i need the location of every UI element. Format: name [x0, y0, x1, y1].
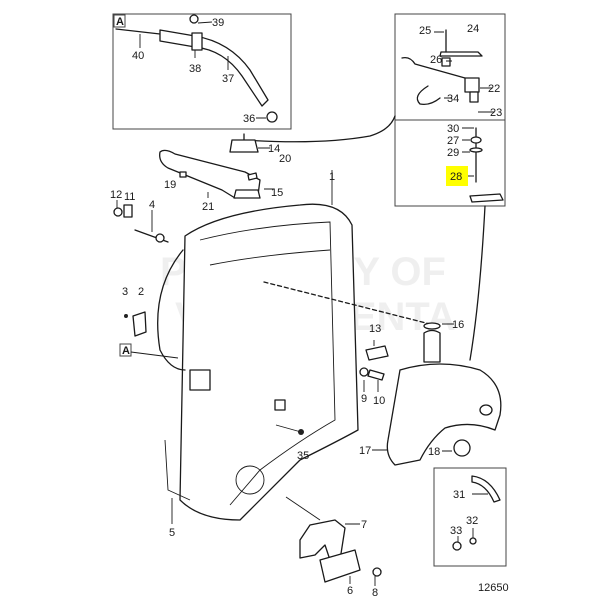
label-3: 3 [122, 286, 128, 298]
detail-box-a: A [112, 13, 292, 130]
label-5: 5 [169, 527, 175, 539]
label-9: 9 [361, 393, 367, 405]
label-40: 40 [132, 50, 144, 62]
label-38: 38 [189, 63, 201, 75]
label-33: 33 [450, 525, 462, 537]
label-29: 29 [447, 147, 459, 159]
detail-marker-ref: A [122, 345, 130, 357]
label-31: 31 [453, 489, 465, 501]
detail-box-sensor [243, 13, 506, 361]
label-12: 12 [110, 189, 122, 201]
label-21: 21 [202, 201, 214, 213]
label-4: 4 [149, 199, 155, 211]
label-27: 27 [447, 135, 459, 147]
label-13: 13 [369, 323, 381, 335]
label-2: 2 [138, 286, 144, 298]
highlight-28 [446, 166, 468, 186]
label-18: 18 [428, 446, 440, 458]
label-32: 32 [466, 515, 478, 527]
label-20: 20 [279, 153, 291, 165]
label-26: 26 [430, 54, 442, 66]
label-15: 15 [271, 187, 283, 199]
label-11: 11 [124, 191, 135, 203]
label-24: 24 [467, 23, 479, 35]
label-6: 6 [347, 585, 353, 597]
main-housing [157, 170, 431, 521]
label-25: 25 [419, 25, 431, 37]
drawing-number: 12650 [478, 582, 509, 594]
label-16: 16 [452, 319, 464, 331]
label-7: 7 [361, 519, 367, 531]
left-fasteners: A [113, 200, 179, 524]
part-labels: 1 2 3 4 5 6 7 8 9 10 11 12 13 14 15 16 1… [110, 17, 509, 599]
label-35: 35 [297, 450, 309, 462]
label-1: 1 [329, 171, 335, 183]
steering-arm [159, 139, 274, 199]
label-8: 8 [372, 587, 378, 599]
label-17: 17 [359, 445, 371, 457]
label-14: 14 [268, 143, 280, 155]
bottom-brackets [285, 496, 382, 586]
label-10: 10 [373, 395, 385, 407]
label-22: 22 [488, 83, 500, 95]
detail-marker: A [116, 16, 124, 28]
right-parts [359, 322, 502, 466]
label-34: 34 [447, 93, 459, 105]
detail-box-hose [433, 467, 507, 567]
label-19: 19 [164, 179, 176, 191]
label-39: 39 [212, 17, 224, 29]
label-37: 37 [222, 73, 234, 85]
label-36: 36 [243, 113, 255, 125]
label-30: 30 [447, 123, 459, 135]
label-23: 23 [490, 107, 502, 119]
label-28: 28 [450, 171, 462, 183]
